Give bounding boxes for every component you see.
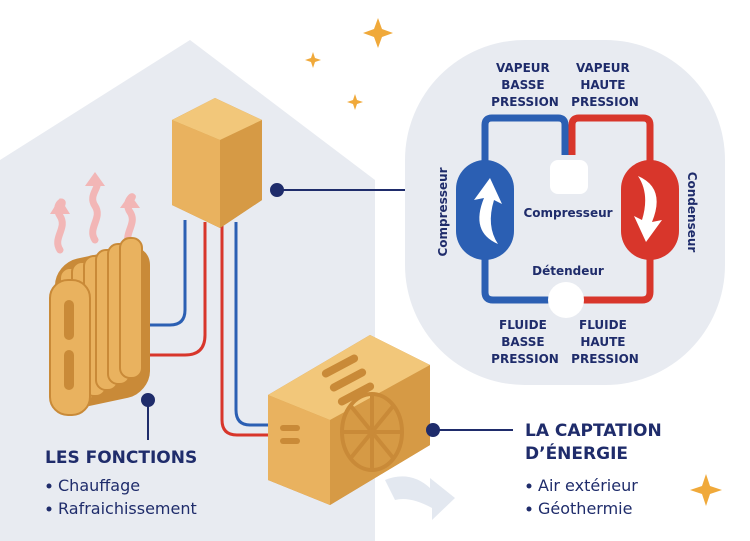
label-top-left: VAPEUR BASSE PRESSION xyxy=(491,61,559,109)
airflow-arrow-icon xyxy=(385,476,455,520)
down-arrow-icon xyxy=(634,176,662,242)
functions-item-heating: Chauffage xyxy=(58,476,140,495)
star-icon xyxy=(347,94,363,110)
bullet xyxy=(46,506,52,512)
heat-arrow-heads xyxy=(50,172,140,214)
condenser-capsule xyxy=(621,160,679,260)
label-expansion-valve: Détendeur xyxy=(532,264,604,278)
expansion-valve-node xyxy=(548,282,584,318)
indoor-pipes xyxy=(145,220,207,357)
bullet xyxy=(526,506,532,512)
leader-lines xyxy=(141,183,513,440)
outdoor-pipes xyxy=(220,222,270,437)
label-bottom-right: FLUIDE HAUTE PRESSION xyxy=(571,318,639,366)
label-condenser-vertical: Condenseur xyxy=(685,172,699,253)
cycle-loop xyxy=(481,114,654,304)
label-compressor-center: Compresseur xyxy=(523,206,612,220)
bullet xyxy=(46,483,52,489)
star-icon xyxy=(690,474,722,506)
compressor-capsule xyxy=(456,160,514,260)
label-top-right: VAPEUR HAUTE PRESSION xyxy=(571,61,639,109)
outdoor-unit-icon xyxy=(268,335,430,505)
fan-icon xyxy=(340,392,404,472)
bullet xyxy=(526,483,532,489)
capture-title: LA CAPTATION D’ÉNERGIE xyxy=(525,421,668,464)
up-arrow-icon xyxy=(474,178,502,244)
indoor-unit-icon xyxy=(172,98,262,228)
star-icon xyxy=(363,18,393,48)
functions-title: LES FONCTIONS xyxy=(45,448,197,468)
label-bottom-left: FLUIDE BASSE PRESSION xyxy=(491,318,559,366)
functions-item-cooling: Rafraichissement xyxy=(58,499,197,518)
radiator-icon xyxy=(49,237,150,416)
compressor-node xyxy=(550,160,588,194)
capture-item-outdoor-air: Air extérieur xyxy=(538,476,638,495)
star-icon xyxy=(305,52,321,68)
capture-item-geothermal: Géothermie xyxy=(538,499,632,518)
label-compressor-vertical: Compresseur xyxy=(436,167,450,256)
